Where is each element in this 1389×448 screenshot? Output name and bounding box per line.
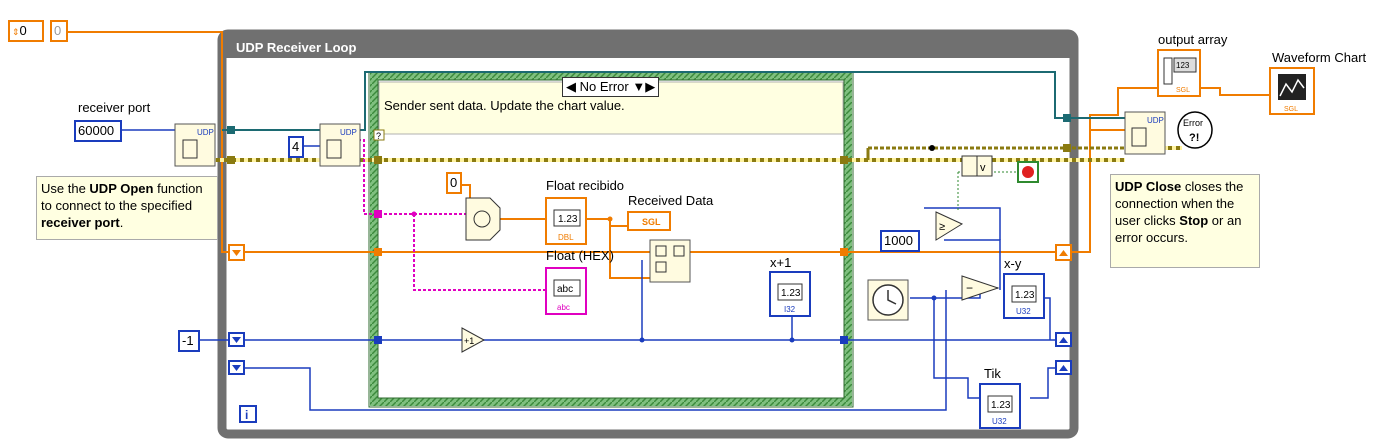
zero-constant[interactable]: 0 — [446, 172, 462, 194]
case-dropdown-icon[interactable]: ▼ — [632, 79, 646, 94]
open-note-text-3: . — [119, 215, 124, 230]
open-note-bold-1: UDP Open — [89, 181, 154, 196]
open-note-bold-2: receiver port — [41, 215, 120, 230]
close-note-text-1: closes the connection when the user clic… — [1115, 179, 1244, 228]
subtract-node[interactable]: − — [961, 275, 1000, 301]
x-plus-1-terminal: 1.23 I32 — [769, 271, 811, 317]
udp-close-note: UDP Close closes the connection when the… — [1110, 174, 1260, 268]
svg-text:−: − — [966, 281, 973, 295]
wire-orange-out — [1068, 87, 1158, 253]
output-array-label: output array — [1158, 32, 1228, 47]
x-plus-1-type: I32 — [784, 305, 796, 314]
neg-one-constant[interactable]: -1 — [178, 330, 200, 352]
output-array-num: 123 — [1176, 61, 1190, 70]
received-data-terminal: SGL — [627, 211, 671, 231]
wire-orange-chart — [1200, 87, 1270, 96]
wire-error-cluster — [200, 158, 1125, 162]
udp-read-label: UDP — [340, 128, 357, 137]
open-note-text-2: function to connect to the specified — [41, 181, 203, 213]
waveform-chart-label: Waveform Chart — [1272, 50, 1367, 65]
top-left-value: 0 — [19, 23, 27, 38]
float-recibido-num: 1.23 — [558, 214, 578, 225]
case-selector[interactable]: ◀ No Error ▼▶ — [562, 77, 660, 97]
tik-label: Tik — [984, 366, 1001, 381]
udp-close-label: UDP — [1147, 116, 1164, 125]
float-hex-label: Float (HEX) — [546, 248, 614, 263]
tick-count-node[interactable] — [867, 279, 909, 321]
float-hex-terminal: abc abc — [545, 267, 587, 315]
x-minus-y-type: U32 — [1016, 307, 1031, 316]
timeout-constant[interactable]: 1000 — [880, 230, 920, 252]
receiver-port-constant[interactable]: 60000 — [74, 120, 122, 142]
x-plus-1-num: 1.23 — [781, 288, 801, 299]
tik-num: 1.23 — [991, 400, 1011, 411]
udp-close-node[interactable]: UDP — [1124, 111, 1166, 155]
greater-or-equal-node[interactable]: ≥ — [935, 211, 964, 241]
udp-open-label: UDP — [197, 128, 214, 137]
received-data-label: Received Data — [628, 193, 714, 208]
loop-title: UDP Receiver Loop — [236, 40, 357, 55]
iteration-symbol: i — [245, 408, 248, 422]
float-hex-str: abc — [557, 284, 573, 295]
output-array-type: SGL — [1176, 87, 1190, 94]
case-prev-icon[interactable]: ◀ — [566, 79, 576, 94]
udp-read-node[interactable]: UDP — [319, 123, 361, 167]
error-mark: ?! — [1189, 132, 1199, 144]
read-count-constant[interactable]: 4 — [288, 136, 304, 158]
increment-node[interactable]: +1 — [461, 327, 486, 353]
svg-text:≥: ≥ — [939, 221, 945, 233]
close-note-bold-2: Stop — [1179, 213, 1209, 228]
case-comment: Sender sent data. Update the chart value… — [384, 98, 625, 113]
float-recibido-type: DBL — [558, 233, 574, 242]
case-selector-terminal — [373, 129, 385, 141]
stop-button-terminal[interactable] — [1017, 161, 1039, 183]
receiver-port-label: receiver port — [78, 100, 151, 115]
top-left-numeric-control[interactable]: ⇕0 — [8, 20, 44, 42]
received-data-type: SGL — [642, 217, 661, 227]
error-handler-node[interactable]: Error ?! — [1177, 111, 1213, 149]
waveform-chart-terminal: SGL — [1269, 67, 1315, 115]
error-label: Error — [1183, 118, 1203, 128]
case-next-icon[interactable]: ▶ — [645, 79, 656, 94]
x-plus-1-label: x+1 — [770, 255, 792, 270]
increment-label: +1 — [464, 336, 474, 346]
close-note-text-2: or an error occurs. — [1115, 213, 1242, 245]
open-note-text-1: Use the — [41, 181, 90, 196]
stepper-icon[interactable]: ⇕ — [12, 27, 20, 37]
float-hex-type: abc — [557, 303, 570, 312]
x-minus-y-num: 1.23 — [1015, 290, 1035, 301]
tik-terminal: 1.23 U32 — [979, 383, 1021, 429]
svg-text:?: ? — [376, 131, 381, 141]
waveform-chart-type: SGL — [1284, 106, 1298, 113]
tik-type: U32 — [992, 417, 1007, 426]
x-minus-y-terminal: 1.23 U32 — [1003, 273, 1045, 319]
iteration-terminal: i — [239, 405, 257, 423]
udp-open-node[interactable]: UDP — [174, 123, 216, 167]
float-recibido-terminal: 1.23 DBL — [545, 197, 587, 245]
top-left-indicator: 0 — [50, 20, 68, 42]
wire-error-out — [1160, 146, 1182, 150]
close-note-bold-1: UDP Close — [1115, 179, 1182, 194]
udp-open-note: Use the UDP Open function to connect to … — [36, 176, 218, 240]
output-array-terminal: 123 SGL — [1157, 49, 1201, 97]
svg-text:v: v — [980, 162, 986, 174]
float-recibido-label: Float recibido — [546, 178, 625, 193]
build-array-node[interactable] — [649, 239, 691, 283]
case-selector-value: No Error — [579, 79, 629, 94]
or-node[interactable]: v — [961, 155, 993, 177]
typecast-node[interactable] — [465, 197, 501, 241]
x-minus-y-label: x-y — [1004, 256, 1022, 271]
